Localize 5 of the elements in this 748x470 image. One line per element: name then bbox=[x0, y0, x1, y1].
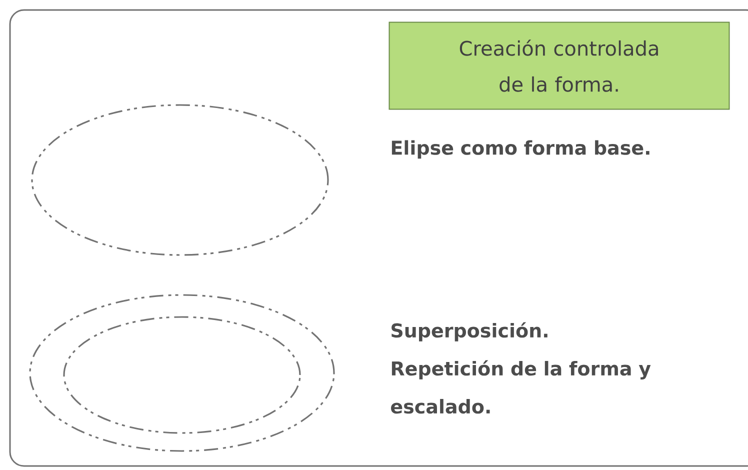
note-text: Elipse como forma base. bbox=[392, 140, 650, 159]
frame-border bbox=[9, 9, 748, 467]
note-text: Superposición. bbox=[392, 322, 548, 342]
note-text: Repetición de la forma y escalado. bbox=[391, 360, 651, 414]
title-box: Creación controlada de la forma. bbox=[388, 22, 730, 110]
